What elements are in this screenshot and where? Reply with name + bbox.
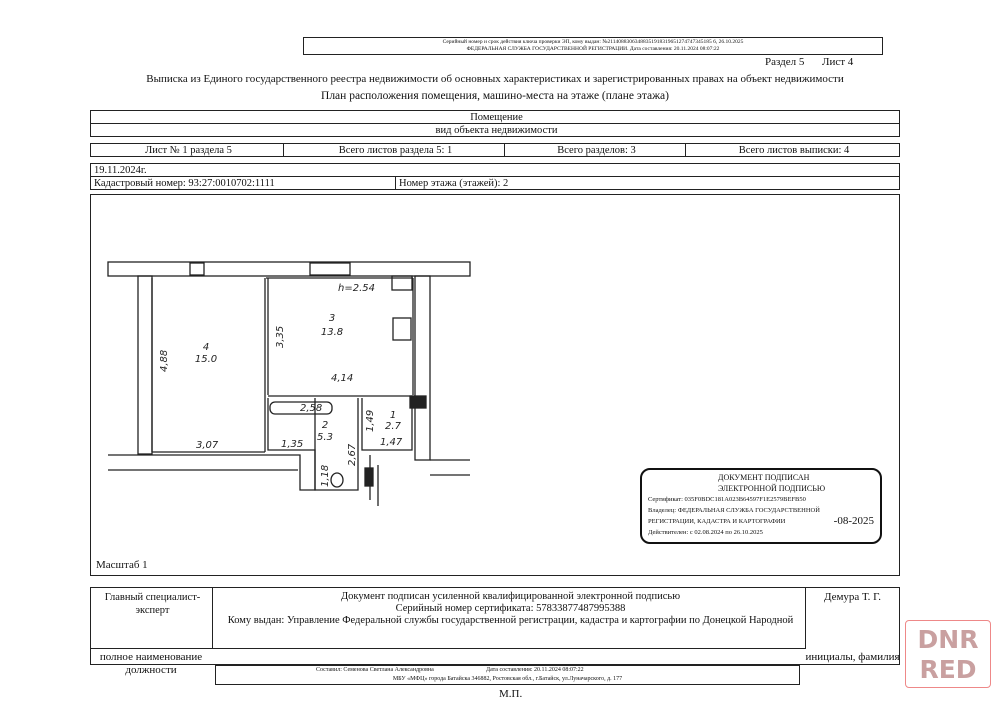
room-3-number: 3 bbox=[329, 313, 335, 324]
room-2-number: 2 bbox=[322, 420, 328, 431]
footer-org: МБУ «МФЦ» города Батайска 346882, Ростов… bbox=[392, 676, 623, 682]
footer-compiled: Составил: Семенова Светлана Александровн… bbox=[316, 667, 434, 673]
dim-307: 3,07 bbox=[196, 440, 219, 451]
position: Главный специалист-эксперт bbox=[104, 592, 201, 616]
dim-267: 2,67 bbox=[347, 443, 358, 466]
dim-414: 4,14 bbox=[331, 373, 353, 384]
room-1-area: 2.7 bbox=[385, 421, 402, 432]
dim-258: 2,58 bbox=[300, 403, 322, 414]
object-type-label: вид объекта недвижимости bbox=[90, 123, 900, 137]
ceiling-height: h=2.54 bbox=[338, 283, 375, 294]
signature-header-box: Серийный номер и срок действия ключа про… bbox=[303, 37, 883, 55]
stamp-validity: Действителен: с 02.08.2024 по 26.10.2025 bbox=[648, 529, 763, 536]
signature-doc-line-2: Серийный номер сертификата: 578338774879… bbox=[395, 603, 626, 614]
position-label: полное наименование должности bbox=[99, 651, 203, 676]
signature-doc-line-3: Кому выдан: Управление Федеральной служб… bbox=[227, 615, 794, 626]
stamp-owner-2: РЕГИСТРАЦИИ, КАДАСТРА И КАРТОГРАФИИ bbox=[648, 518, 786, 525]
extract-sheets-total: Всего листов выписки: 4 bbox=[685, 143, 900, 157]
stamp-date-tail: -08-2025 bbox=[833, 515, 874, 527]
footer-date: Дата составления: 20.11.2024 08:07:22 bbox=[486, 667, 584, 673]
room-2-area: 5.3 bbox=[317, 432, 333, 443]
stamp-certificate: Сертификат: 035F0BDC181A023B64597F1E2579… bbox=[648, 496, 806, 503]
walls bbox=[107, 261, 471, 506]
section-label: Раздел 5 bbox=[765, 56, 805, 68]
dim-488: 4,88 bbox=[159, 350, 170, 372]
room-1-number: 1 bbox=[390, 410, 396, 421]
header-line-2: ФЕДЕРАЛЬНАЯ СЛУЖБА ГОСУДАРСТВЕННОЙ РЕГИС… bbox=[466, 46, 720, 52]
footer-box: Составил: Семенова Светлана Александровн… bbox=[215, 665, 800, 685]
name-label: инициалы, фамилия bbox=[805, 651, 900, 663]
room-4-area: 15.0 bbox=[195, 354, 217, 365]
position-cell: Главный специалист-эксперт bbox=[90, 587, 213, 649]
signer-name: Демура Т. Г. bbox=[823, 591, 882, 603]
dim-147: 1,47 bbox=[380, 437, 403, 448]
sheet-label: Лист 4 bbox=[822, 56, 854, 68]
seal-place: М.П. bbox=[499, 688, 523, 700]
watermark-line-1: DNR bbox=[917, 625, 979, 654]
floor-number: Номер этажа (этажей): 2 bbox=[395, 176, 900, 190]
stamp-owner-1: Владелец: ФЕДЕРАЛЬНАЯ СЛУЖБА ГОСУДАРСТВЕ… bbox=[648, 507, 820, 514]
signature-table bbox=[90, 587, 900, 665]
stamp-title-2: ЭЛЕКТРОННОЙ ПОДПИСЬЮ bbox=[718, 484, 826, 493]
signature-doc-line-1: Документ подписан усиленной квалифициров… bbox=[340, 591, 681, 602]
stamp-title-1: ДОКУМЕНТ ПОДПИСАН bbox=[718, 473, 810, 482]
floor-plan-frame bbox=[90, 194, 900, 576]
watermark-logo: DNR RED bbox=[905, 620, 991, 688]
room-4-number: 4 bbox=[203, 342, 209, 353]
signature-info-cell: Документ подписан усиленной квалифициров… bbox=[212, 587, 806, 649]
room-3-area: 13.8 bbox=[321, 327, 343, 338]
dim-149: 1,49 bbox=[365, 410, 376, 432]
header-line-1: Серийный номер и срок действия ключа про… bbox=[442, 39, 744, 45]
watermark-line-2: RED bbox=[919, 655, 977, 684]
document-title: Выписка из Единого государственного реес… bbox=[146, 73, 844, 85]
dim-335: 3,35 bbox=[275, 326, 286, 348]
electronic-signature-stamp: ДОКУМЕНТ ПОДПИСАН ЭЛЕКТРОННОЙ ПОДПИСЬЮ С… bbox=[640, 468, 882, 544]
dim-135: 1,35 bbox=[281, 439, 303, 450]
document-subtitle: План расположения помещения, машино-мест… bbox=[321, 90, 669, 102]
scale-label: Масштаб 1 bbox=[96, 559, 148, 571]
dim-118: 1,18 bbox=[320, 465, 331, 487]
